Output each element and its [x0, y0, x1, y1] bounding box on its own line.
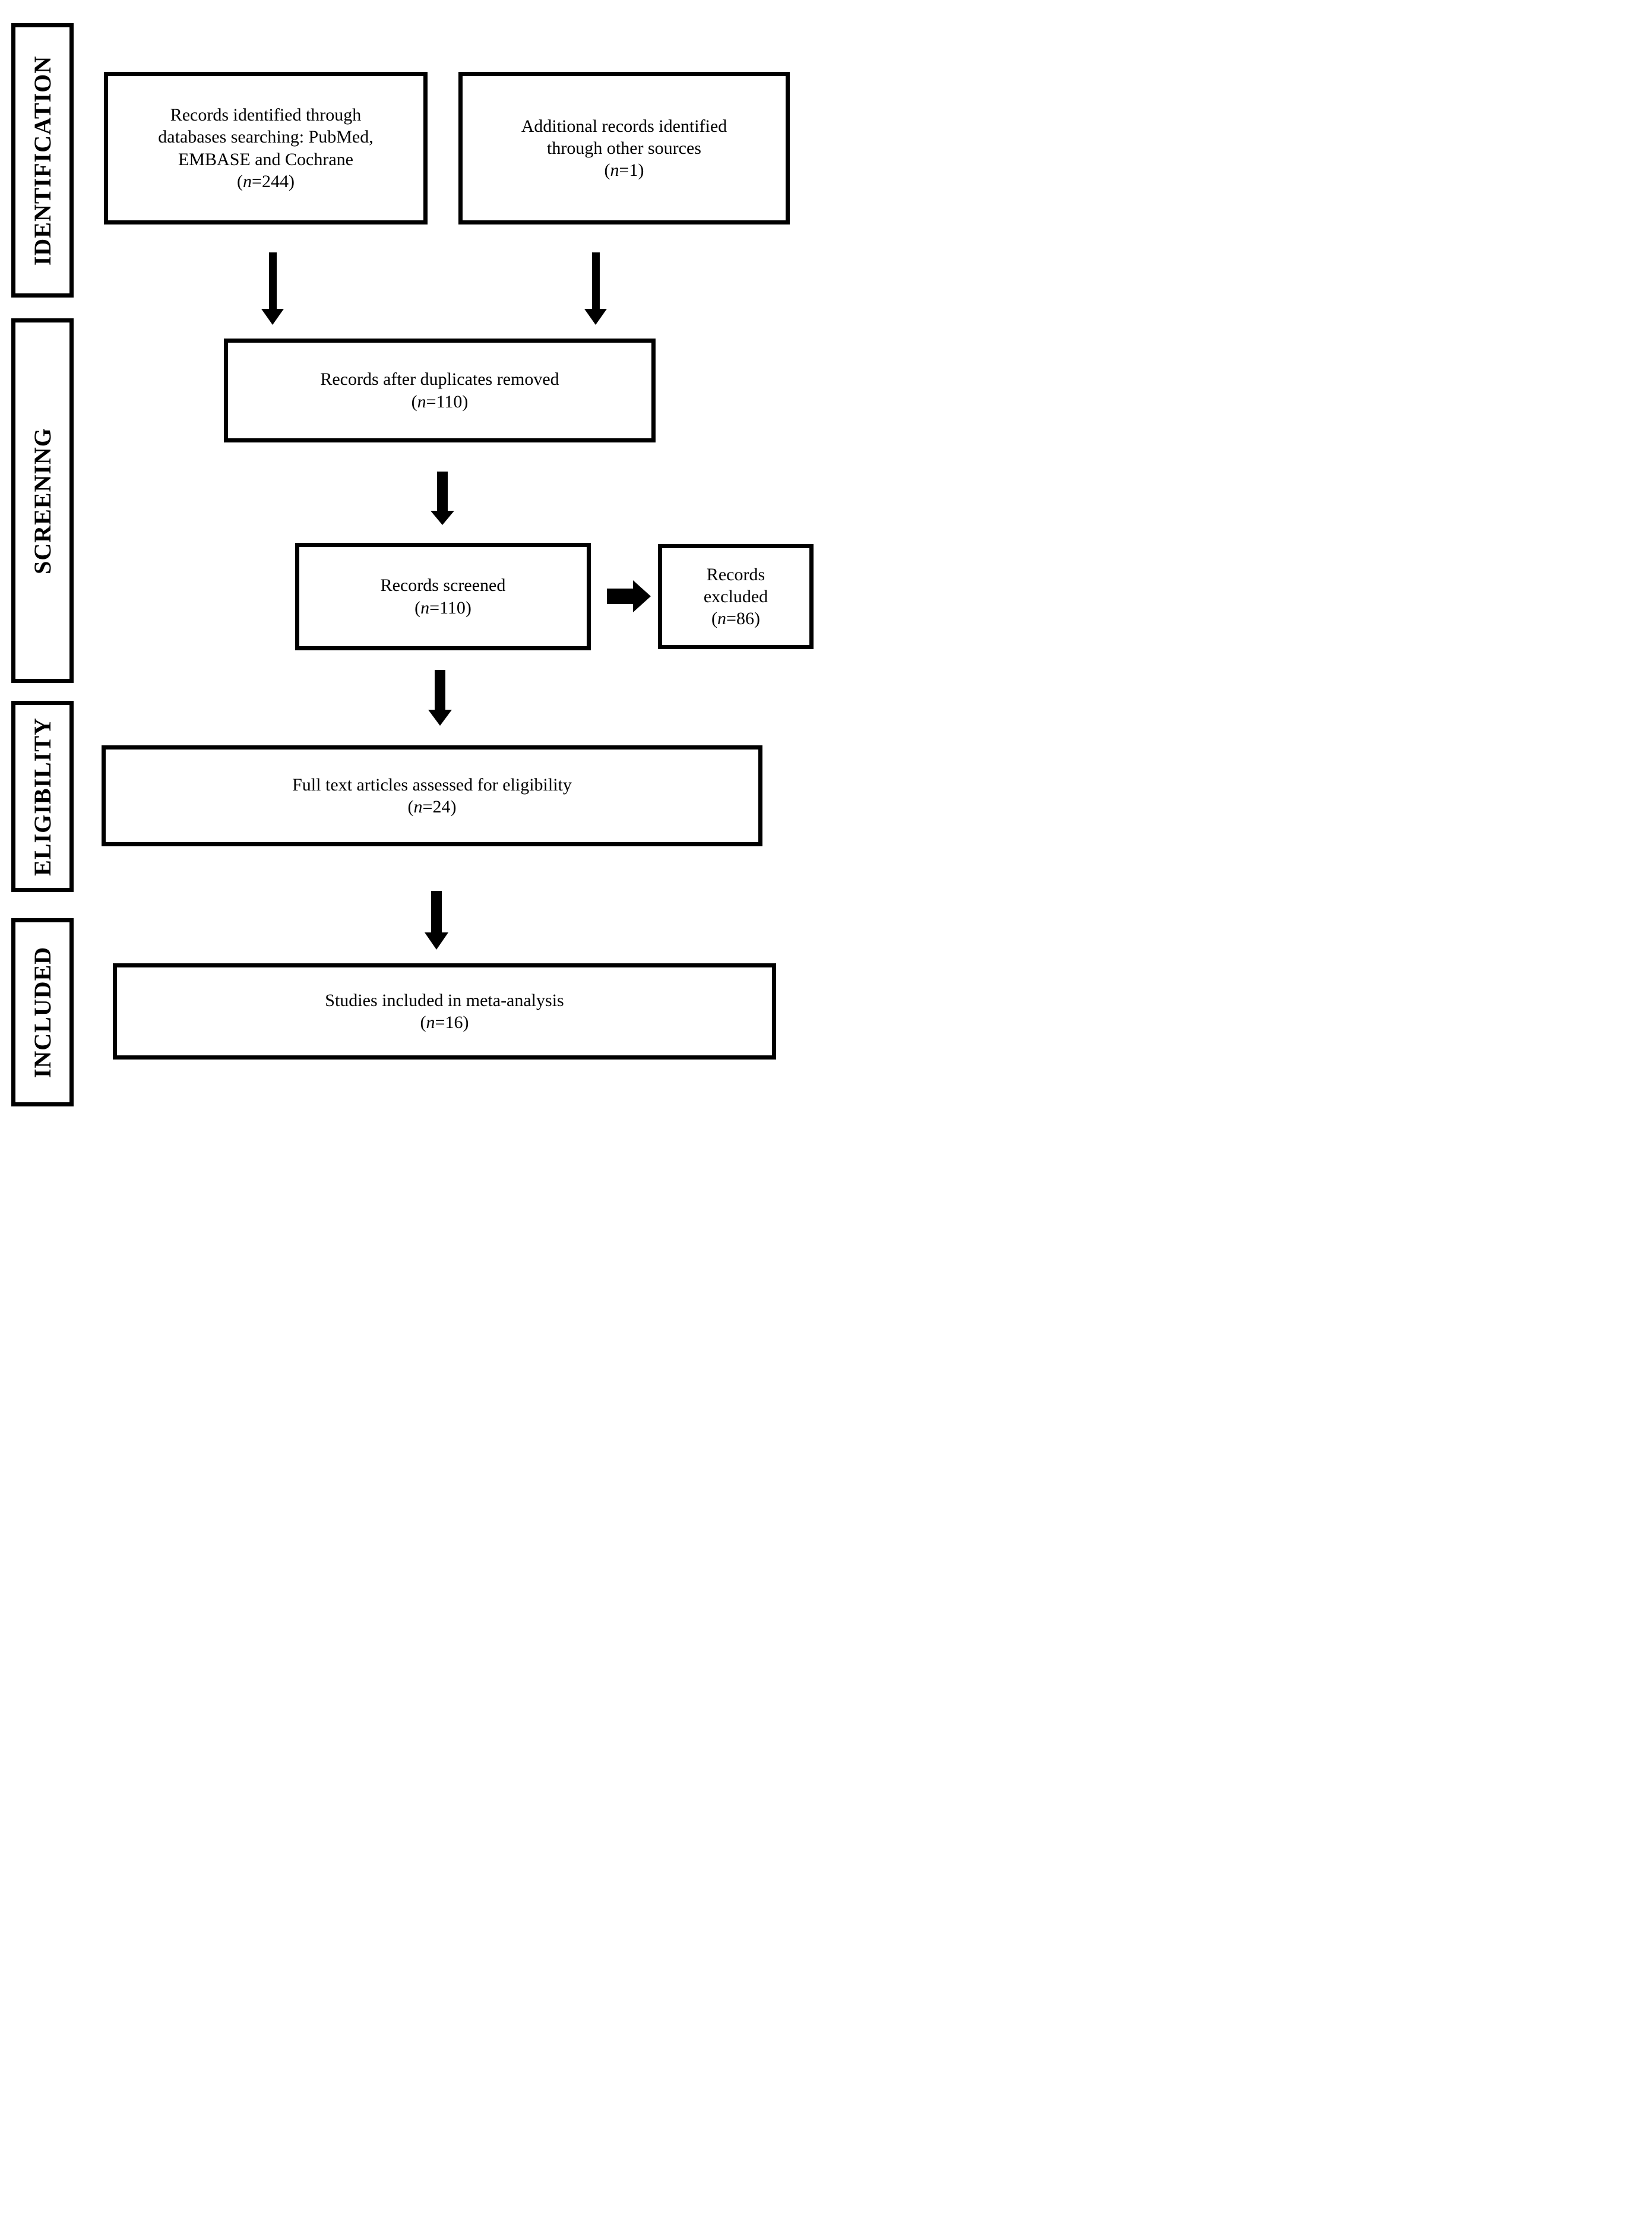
n-count-line: (n=24): [407, 797, 457, 817]
n-count-line: (n=16): [420, 1013, 469, 1032]
n-count-line: (n=86): [711, 609, 760, 629]
stage-label-eligibility: ELIGIBILITY: [29, 717, 56, 876]
box-text-line: Records after duplicates removed: [320, 369, 559, 390]
arrow-head: [428, 710, 452, 726]
prisma-flow-diagram: IDENTIFICATION SCREENING ELIGIBILITY INC…: [0, 0, 826, 1120]
arrow-shaft: [435, 670, 445, 710]
n-count-line: (n=110): [411, 391, 469, 412]
arrow-shaft: [591, 252, 600, 309]
stage-label-screening: SCREENING: [29, 427, 56, 574]
box-text-line: databases searching: PubMed,: [158, 127, 374, 147]
n-count-line: (n=244): [237, 171, 295, 191]
arrow-screened-to-excluded: [607, 580, 651, 612]
box-text-line: Records screened: [380, 575, 506, 596]
arrow-shaft: [431, 891, 442, 932]
arrow-shaft: [268, 252, 277, 309]
arrow-head: [425, 932, 448, 950]
stage-box-identification: IDENTIFICATION: [11, 23, 74, 298]
box-records-excluded: Records excluded (n=86): [658, 544, 814, 649]
box-text-line: Studies included in meta-analysis: [325, 990, 564, 1010]
box-additional-records: Additional records identified through ot…: [458, 72, 790, 224]
arrow-fulltext-to-included: [425, 891, 448, 950]
stage-box-screening: SCREENING: [11, 318, 74, 683]
box-records-deduplicated: Records after duplicates removed (n=110): [224, 339, 656, 442]
arrow-shaft: [607, 589, 633, 604]
stage-label-identification: IDENTIFICATION: [29, 55, 56, 265]
arrow-head: [584, 309, 607, 325]
arrow-head: [261, 309, 284, 325]
box-text-line: Records identified through: [170, 105, 362, 125]
box-records-screened: Records screened (n=110): [295, 543, 591, 650]
box-text-line: through other sources: [547, 138, 701, 158]
arrow-identified-to-dedup: [261, 252, 284, 325]
box-studies-included: Studies included in meta-analysis (n=16): [113, 963, 776, 1060]
stage-box-included: INCLUDED: [11, 918, 74, 1106]
arrow-head: [633, 580, 651, 612]
arrow-head: [431, 511, 454, 525]
box-text-line: excluded: [703, 586, 768, 606]
stage-label-included: INCLUDED: [29, 946, 56, 1079]
n-count-line: (n=1): [604, 160, 644, 181]
arrow-dedup-to-screened: [431, 472, 454, 525]
arrow-screened-to-fulltext: [428, 670, 452, 726]
box-text-line: Additional records identified: [521, 116, 727, 136]
n-count-line: (n=110): [414, 597, 471, 618]
box-text-line: Full text articles assessed for eligibil…: [292, 774, 572, 795]
box-text-line: EMBASE and Cochrane: [178, 149, 353, 169]
stage-box-eligibility: ELIGIBILITY: [11, 701, 74, 892]
arrow-additional-to-dedup: [584, 252, 607, 325]
box-fulltext-assessed: Full text articles assessed for eligibil…: [102, 745, 762, 846]
box-text-line: Records: [706, 564, 765, 584]
box-records-identified: Records identified through databases sea…: [104, 72, 428, 224]
arrow-shaft: [437, 472, 448, 511]
